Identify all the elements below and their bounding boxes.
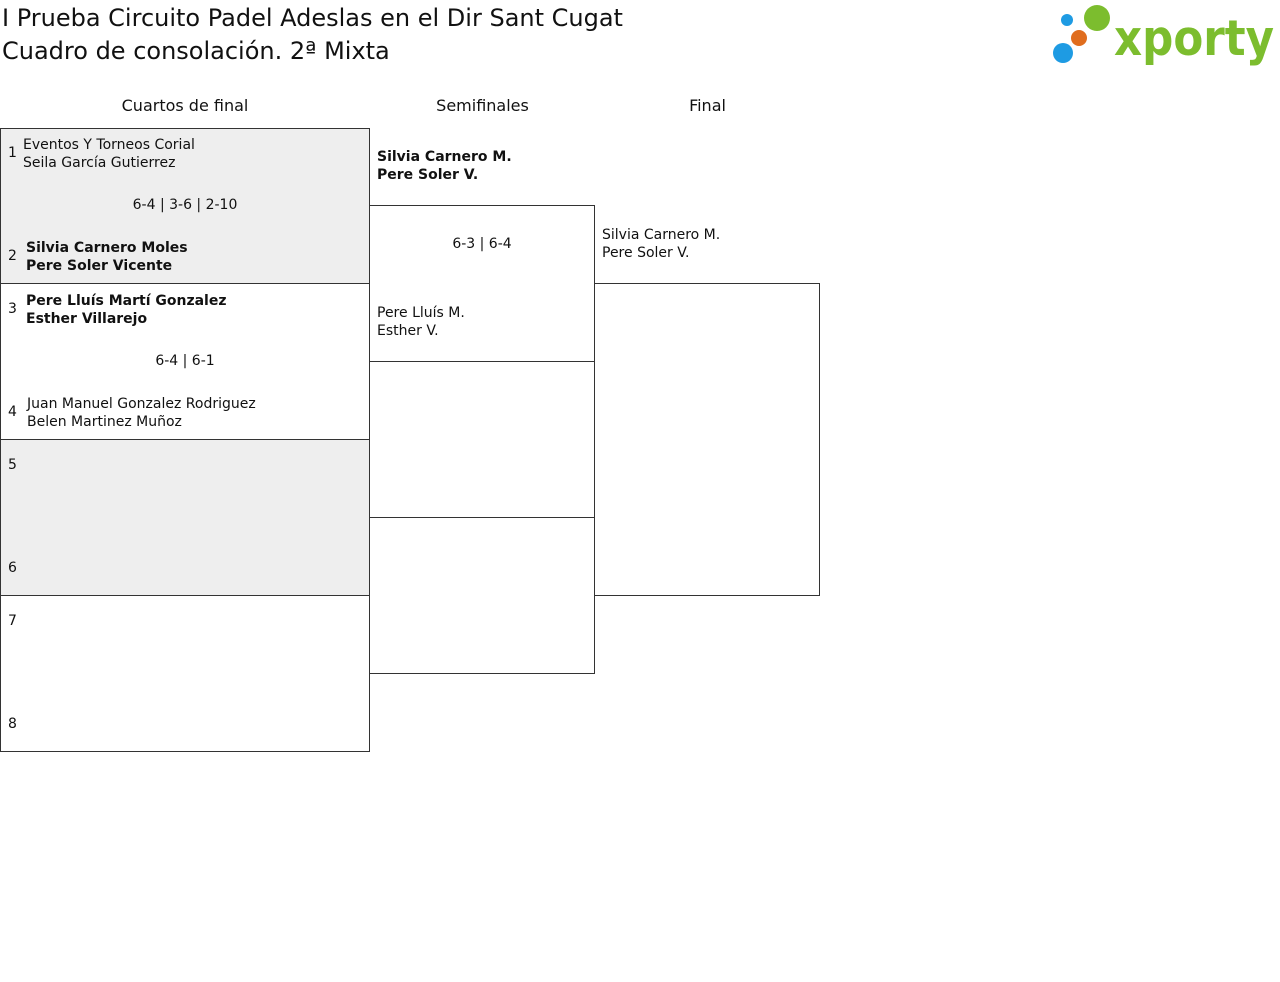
player-name: Belen Martinez Muñoz	[27, 414, 182, 430]
player-name: Silvia Carnero M.	[602, 227, 721, 243]
logo-dot-blue-small	[1061, 14, 1073, 26]
seed-number: 5	[8, 457, 17, 473]
qf2-team-b[interactable]: Juan Manuel Gonzalez Rodriguez Belen Mar…	[27, 395, 256, 431]
seed-number: 6	[8, 560, 17, 576]
player-name: Pere Soler Vicente	[26, 258, 173, 274]
sf1-team-b[interactable]: Pere Lluís M. Esther V.	[377, 304, 465, 340]
xporty-logo[interactable]: xporty	[1050, 2, 1276, 68]
qf1-team-b[interactable]: Silvia Carnero Moles Pere Soler Vicente	[26, 239, 188, 275]
logo-dot-blue	[1053, 43, 1073, 63]
final-team-a[interactable]: Silvia Carnero M. Pere Soler V.	[602, 226, 720, 262]
player-name: Esther Villarejo	[26, 311, 148, 327]
logo-wordmark: xporty	[1114, 10, 1274, 67]
quarterfinal-match-1[interactable]	[0, 128, 370, 284]
player-name: Pere Soler V.	[602, 245, 690, 261]
match-score: 6-3 | 6-4	[452, 236, 512, 252]
page-subtitle: Cuadro de consolación. 2ª Mixta	[2, 37, 390, 65]
player-name: Esther V.	[377, 323, 439, 339]
qf1-team-a[interactable]: Eventos Y Torneos Corial Seila García Gu…	[23, 136, 195, 172]
player-name: Pere Soler V.	[377, 167, 479, 183]
player-name: Silvia Carnero Moles	[26, 240, 188, 256]
final-match[interactable]	[594, 283, 820, 596]
player-name: Seila García Gutierrez	[23, 155, 176, 171]
seed-number: 8	[8, 716, 17, 732]
logo-dot-green	[1084, 5, 1110, 31]
player-name: Pere Lluís M.	[377, 305, 465, 321]
quarterfinal-match-4[interactable]	[0, 595, 370, 752]
seed-number: 1	[8, 145, 17, 161]
round-header-final: Final	[689, 96, 726, 115]
quarterfinal-match-3[interactable]	[0, 439, 370, 596]
round-header-quarterfinals: Cuartos de final	[121, 96, 249, 115]
seed-number: 4	[8, 404, 17, 420]
sf1-team-a[interactable]: Silvia Carnero M. Pere Soler V.	[377, 148, 512, 184]
semifinal-match-2[interactable]	[369, 517, 595, 674]
player-name: Eventos Y Torneos Corial	[23, 137, 195, 153]
logo-dot-orange	[1071, 30, 1087, 46]
player-name: Silvia Carnero M.	[377, 149, 512, 165]
qf2-team-a[interactable]: Pere Lluís Martí Gonzalez Esther Villare…	[26, 292, 226, 328]
player-name: Pere Lluís Martí Gonzalez	[26, 293, 227, 309]
player-name: Juan Manuel Gonzalez Rodriguez	[27, 396, 256, 412]
match-score: 6-4 | 6-1	[155, 353, 215, 369]
round-header-semifinals: Semifinales	[436, 96, 529, 115]
page-title: I Prueba Circuito Padel Adeslas en el Di…	[2, 4, 623, 32]
seed-number: 2	[8, 248, 17, 264]
seed-number: 7	[8, 613, 17, 629]
match-score: 6-4 | 3-6 | 2-10	[132, 197, 238, 213]
seed-number: 3	[8, 301, 17, 317]
